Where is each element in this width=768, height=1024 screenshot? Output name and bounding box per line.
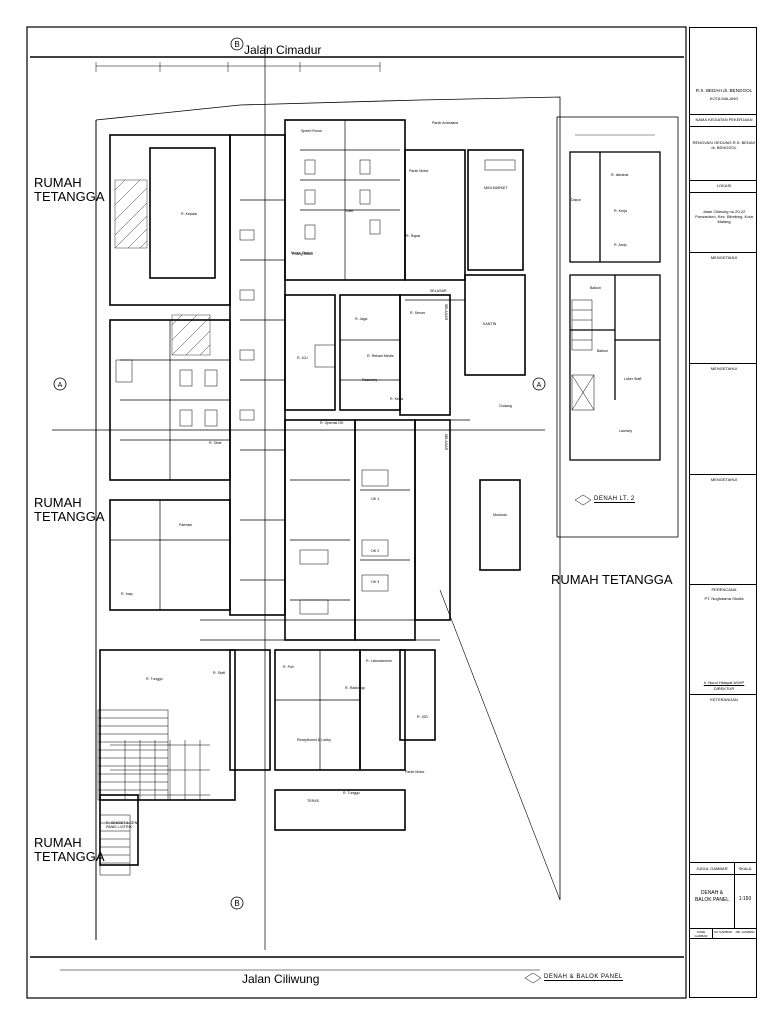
room-label: R. Laboratorium <box>366 659 392 663</box>
svg-text:B: B <box>234 40 239 49</box>
room-label: R. Kerja <box>390 397 403 401</box>
interior-partitions <box>110 120 470 770</box>
inset-building-walls <box>569 151 661 461</box>
street-label-bottom: Jalan Ciliwung <box>242 972 320 986</box>
room-label: Mushola <box>493 513 507 517</box>
garden-hatch <box>114 179 211 356</box>
number-heading: NO GAMBAR <box>713 930 733 934</box>
room-label: R. IGD <box>417 715 428 719</box>
room-label: R. Rekam Medis <box>367 354 394 358</box>
neighbor-label-right: RUMAH TETANGGA <box>551 572 673 587</box>
room-label: R. Rapat <box>406 234 421 238</box>
engineer-role: DIREKTUR <box>713 686 735 691</box>
room-label: MINI MARKET <box>484 186 508 190</box>
room-label: R. Tunggu <box>146 677 163 681</box>
room-label: R. GENSET & DEN PANEL LISTRIK <box>106 821 138 829</box>
section-marker-b-bottom: B <box>230 896 244 910</box>
room-label: Parkir Motor <box>409 169 429 173</box>
approval-heading-2: MENGETAHUI <box>710 366 738 371</box>
fixtures <box>115 159 516 615</box>
room-label: Recovery <box>362 378 378 382</box>
inset-stairs <box>571 299 595 411</box>
svg-text:A: A <box>537 382 542 389</box>
corridor-label: SELASAR <box>444 303 449 321</box>
room-label: R. Staff <box>213 671 225 675</box>
room-label: Speed Room <box>301 129 322 133</box>
svg-text:B: B <box>234 899 239 908</box>
main-plan-caption: DENAH & BALOK PANEL <box>544 974 623 982</box>
room-label: Parkir Ambulans <box>432 121 459 125</box>
street-label-top: Jalan Cimadur <box>244 43 322 57</box>
parking-grid <box>110 740 210 800</box>
engineer-name: Ir. Nurul Hidayat ASHP <box>703 680 745 685</box>
room-label: Toilet <box>345 209 354 213</box>
drawing-scale: 1:150 <box>738 896 752 902</box>
inset-plan-caption: DENAH LT. 2 <box>594 496 635 504</box>
code-heading: KODE GAMBAR <box>694 930 708 938</box>
activity-text: RENOVASI GEDUNG R.S. BEDAH dr. BENGGOL <box>692 140 756 151</box>
room-label: OK 3 <box>371 580 380 584</box>
room-label: R. Poli <box>283 665 294 669</box>
project-city: KOTA MALANG <box>709 96 739 101</box>
corridor-label: SELASAR <box>430 289 447 293</box>
inset-room-label: Balkon <box>597 349 608 353</box>
building-walls <box>99 119 526 866</box>
location-text: Jalan Ciliwung no 20-22 Purwantoro, Kec.… <box>695 209 753 225</box>
room-label: Ruang Bidan <box>292 252 313 256</box>
sheets-heading: JML GAMBAR <box>735 930 755 934</box>
room-label: R. ICU <box>297 356 308 360</box>
room-label: KANTIN <box>483 322 497 326</box>
inset-room-label: R. Arsip <box>614 243 627 247</box>
room-label: R. Operasi OK <box>320 421 344 425</box>
planner-name: PT. Nughdama Sholta <box>704 596 744 601</box>
room-label: R. Jaga <box>355 317 368 321</box>
inset-room-label: Loker Staff <box>624 377 642 381</box>
section-marker-a-right: A <box>532 377 546 391</box>
inset-frame <box>556 116 679 538</box>
planner-heading: PERENCANA <box>711 587 737 592</box>
inset-room-label: Balkon <box>590 286 601 290</box>
room-label: Farmasi <box>179 523 192 527</box>
room-label: Nurse Station <box>291 251 313 255</box>
activity-heading: NAMA KEGIATAN PEKERJAAN <box>695 117 753 122</box>
project-owner: R.S. BEDAH dr. BENGGOL <box>695 88 753 93</box>
room-label: R. Kepala <box>181 212 197 216</box>
inset-room-label: Dapur <box>571 198 581 202</box>
room-label: OK 2 <box>371 549 380 553</box>
room-label: R. Tunggu <box>343 791 360 795</box>
corridor-label: SELASAR <box>444 433 449 451</box>
inset-room-label: Laundry <box>619 429 632 433</box>
stairs <box>97 709 169 876</box>
drawing-title-heading: JUDUL GAMBAR <box>696 866 728 871</box>
room-label: OK 1 <box>371 497 380 501</box>
room-label: R. Obat <box>209 441 222 445</box>
svg-text:A: A <box>58 382 63 389</box>
room-label: Gudang <box>499 404 512 408</box>
approval-heading-3: MENGETAHUI <box>710 477 738 482</box>
section-marker-a-left: A <box>53 377 67 391</box>
room-label: Receptionist & Lobby <box>297 738 331 742</box>
notes-heading: KETERANGAN <box>710 697 738 702</box>
room-label: R. Server <box>410 311 426 315</box>
scale-heading: SKALA <box>738 866 752 871</box>
room-label: R. Radiologi <box>345 686 365 690</box>
title-block: R.S. BEDAH dr. BENGGOL KOTA MALANG NAMA … <box>689 27 757 998</box>
inset-room-label: R. Istirahat <box>611 173 629 177</box>
inset-room-label: R. Kerja <box>614 209 627 213</box>
room-label: Parkir Motor <box>405 770 425 774</box>
section-marker-b-top: B <box>230 37 244 51</box>
room-label: TERAS <box>307 799 319 803</box>
drawing-frame <box>26 26 687 999</box>
location-heading: LOKASI <box>716 183 732 188</box>
drawing-title: DENAH & BALOK PANEL <box>694 890 730 903</box>
room-label: R. Inap <box>121 592 133 596</box>
approval-heading-1: MENGETAHUI <box>710 255 738 260</box>
